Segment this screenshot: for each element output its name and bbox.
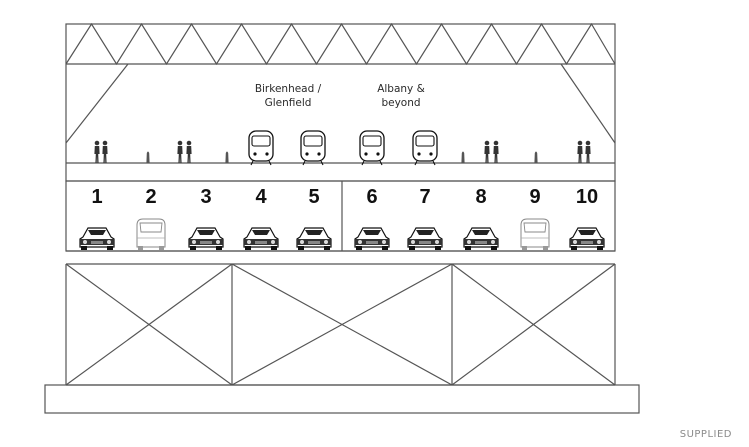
supplied-credit: SUPPLIED xyxy=(680,429,732,440)
destination-2-line2: beyond xyxy=(381,97,420,109)
bollard-icon xyxy=(146,151,150,163)
bollard-icon xyxy=(225,151,229,163)
train-icon xyxy=(359,130,385,166)
pedestrians-icon xyxy=(177,140,192,163)
car-icon xyxy=(296,227,332,251)
car-icon xyxy=(569,227,605,251)
bollard-icon xyxy=(461,151,465,163)
car-icon xyxy=(188,227,224,251)
lower-deck xyxy=(65,180,616,265)
car-icon xyxy=(407,227,443,251)
pedestrians-icon xyxy=(484,140,499,163)
support-truss xyxy=(65,263,616,386)
ground-base xyxy=(44,384,640,414)
lane-number-8: 8 xyxy=(475,186,486,208)
car-icon xyxy=(354,227,390,251)
car-icon xyxy=(243,227,279,251)
car-icon xyxy=(463,227,499,251)
destination-labels: Birkenhead / Glenfield Albany & beyond xyxy=(255,83,425,109)
lane-numbers: 1 2 3 4 5 6 7 8 9 10 xyxy=(91,186,598,208)
lane-number-6: 6 xyxy=(366,186,377,208)
destination-2-line1: Albany & xyxy=(377,83,425,95)
pedestrians-icon xyxy=(94,140,108,163)
lane-number-1: 1 xyxy=(91,186,102,208)
lane-number-4: 4 xyxy=(255,186,267,208)
lane-number-5: 5 xyxy=(308,186,319,208)
lane-number-9: 9 xyxy=(529,186,540,208)
car-icon xyxy=(79,227,115,251)
van-icon xyxy=(520,218,550,251)
lane-number-10: 10 xyxy=(576,186,598,208)
bollard-icon xyxy=(534,151,538,163)
destination-1-line1: Birkenhead / xyxy=(255,83,322,95)
van-icon xyxy=(136,218,166,251)
lane-number-3: 3 xyxy=(200,186,211,208)
destination-1-line2: Glenfield xyxy=(265,97,312,109)
upper-deck-icons xyxy=(94,130,591,166)
lane-number-7: 7 xyxy=(419,186,430,208)
lane-number-2: 2 xyxy=(145,186,156,208)
train-icon xyxy=(248,130,274,166)
pedestrians-icon xyxy=(577,140,591,163)
train-icon xyxy=(412,130,438,166)
train-icon xyxy=(300,130,326,166)
